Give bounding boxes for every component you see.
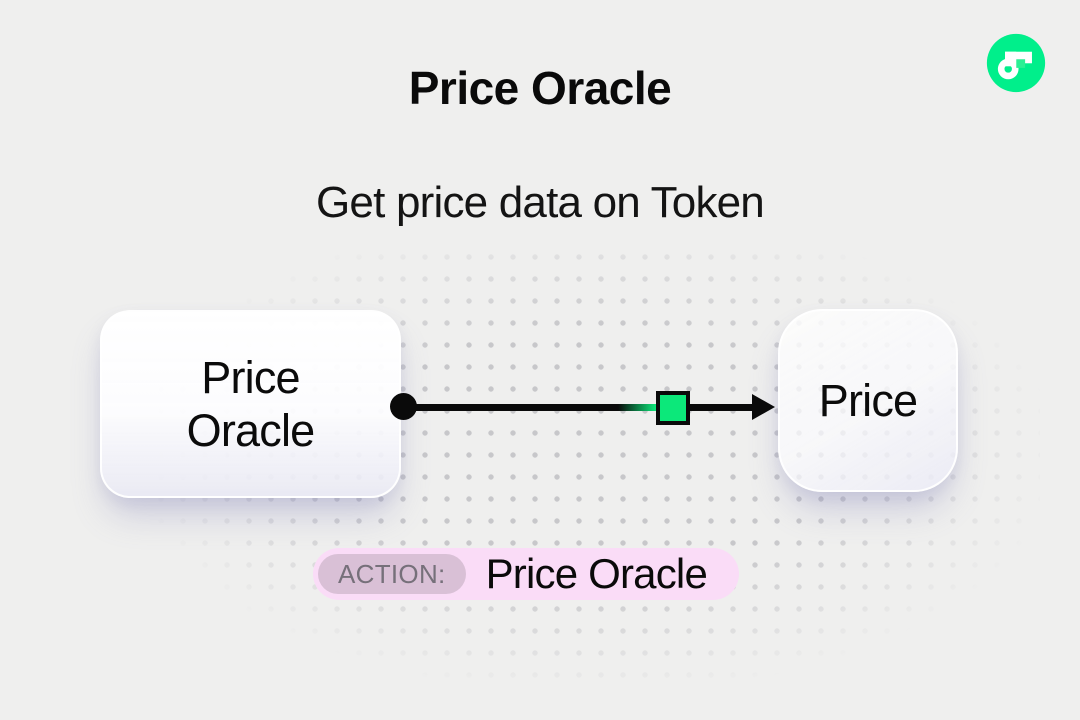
action-badge-value: Price Oracle	[485, 550, 708, 597]
node-price-label: Price	[818, 374, 918, 426]
page-subtitle: Get price data on Token	[316, 178, 765, 227]
node-price-oracle[interactable]: Price Oracle	[100, 310, 401, 498]
connector-line-left	[403, 404, 656, 411]
action-badge-label: ACTION:	[338, 558, 446, 589]
flow-logo-icon	[986, 33, 1046, 93]
node-price-oracle-label: Price Oracle	[186, 351, 316, 456]
node-price[interactable]: Price	[778, 309, 958, 492]
connector-marker-square[interactable]	[656, 391, 690, 425]
action-badge: ACTION: Price Oracle	[313, 548, 740, 600]
action-badge-label-pill: ACTION:	[318, 554, 466, 594]
connector-line-right	[690, 404, 752, 411]
arrowhead-icon	[752, 394, 775, 420]
page-title: Price Oracle	[408, 62, 672, 114]
